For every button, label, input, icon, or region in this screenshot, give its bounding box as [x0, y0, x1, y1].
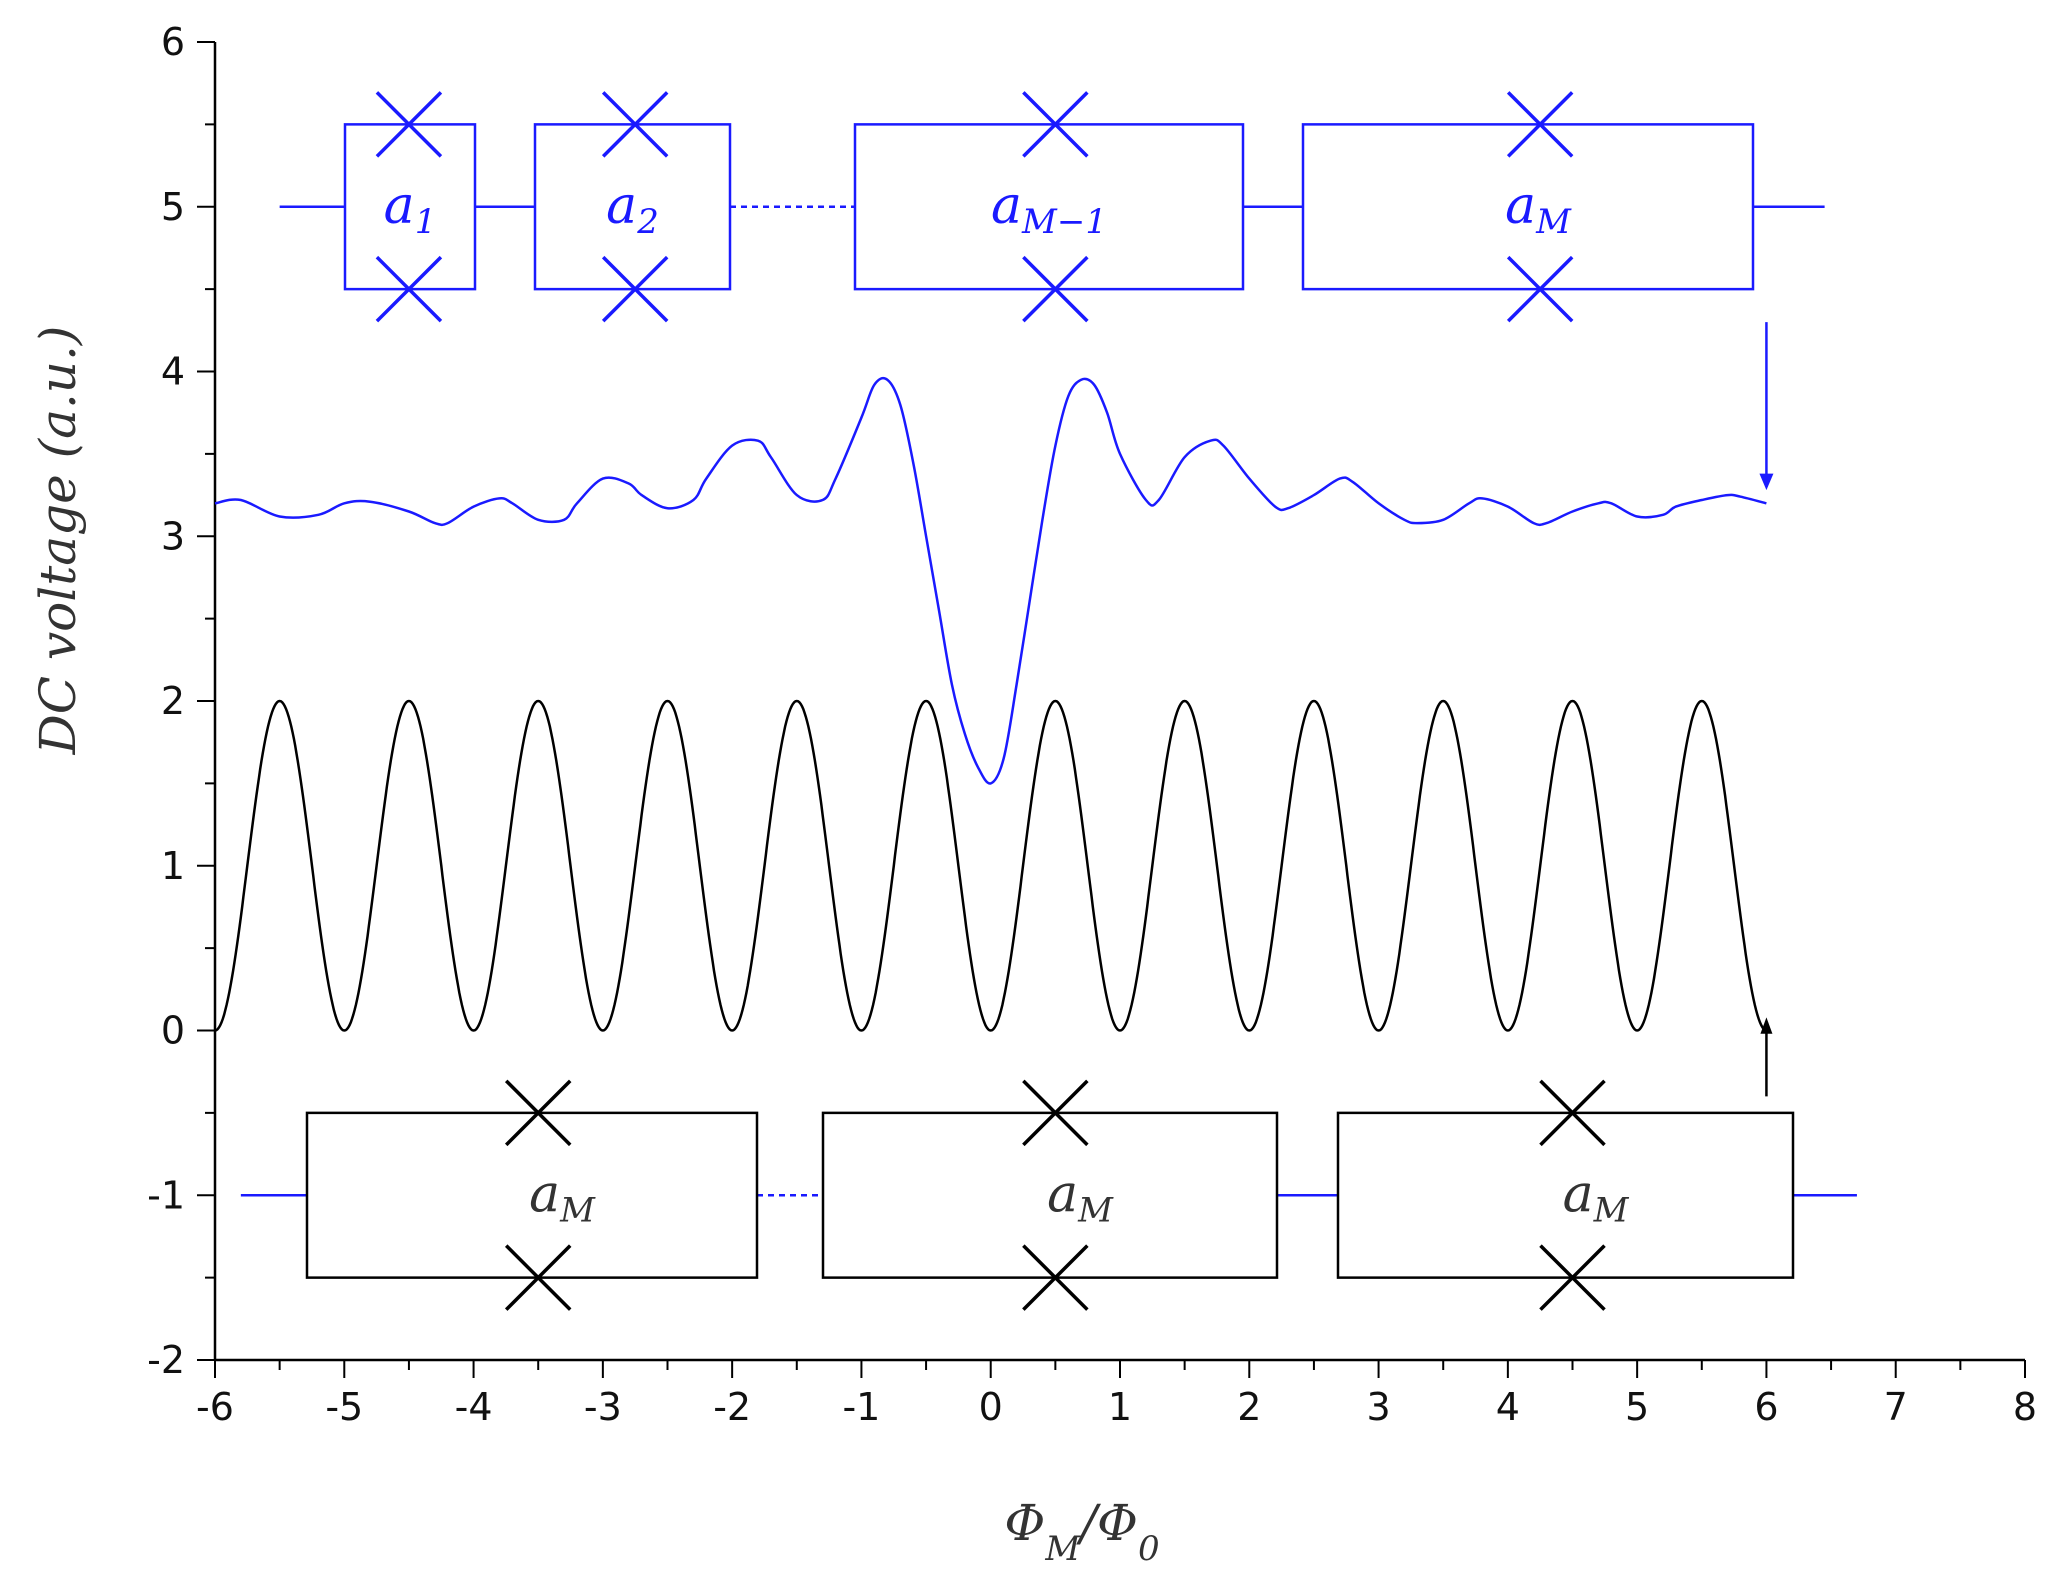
ticks: -6 -5 -4 -3 -2 -1 0 1 2 3 4 5 6 7 8 -2 -1 0 1 2 3 4 5 6	[147, 20, 2037, 1429]
junction-cross-icon	[1022, 91, 1089, 158]
y-axis-title: DC voltage (a.u.)	[29, 326, 87, 756]
y-tick-label: 6	[161, 20, 185, 64]
y-tick-label: 2	[161, 679, 185, 723]
y-tick-label: 5	[161, 185, 185, 229]
box-label-subscript: M	[1077, 1190, 1114, 1230]
y-tick-label: 3	[161, 514, 185, 558]
box-label: a1	[384, 176, 437, 242]
series-line-2	[214, 699, 1767, 1032]
box-label-letter: a	[991, 176, 1022, 236]
x-tick-label: -1	[842, 1385, 880, 1429]
x-axis-title-part: Φ	[1004, 1494, 1045, 1552]
x-tick-label: 5	[1625, 1385, 1649, 1429]
box-label: aM−1	[991, 176, 1107, 242]
junction-cross-icon	[375, 91, 443, 158]
box-label-letter: a	[529, 1164, 560, 1224]
x-tick-label: 4	[1496, 1385, 1520, 1429]
x-tick-label: -4	[455, 1385, 493, 1429]
x-axis-title-part: /Φ	[1076, 1494, 1138, 1552]
bottom-squid-cell	[821, 1111, 1279, 1279]
x-axis-title-part: 0	[1138, 1529, 1160, 1569]
box-label-subscript: M−1	[1021, 202, 1107, 242]
top-squid-cell	[533, 123, 732, 291]
y-tick-label: 1	[161, 844, 185, 888]
x-tick-label: -6	[196, 1385, 234, 1429]
x-tick-label: 8	[2013, 1385, 2037, 1429]
box-label-subscript: 1	[415, 202, 437, 242]
junction-cross-icon	[1506, 91, 1574, 158]
series-layer	[214, 376, 1767, 1032]
top-squid-cell	[1301, 123, 1755, 291]
junction-cross-icon	[1539, 1079, 1606, 1147]
y-tick-label: 4	[161, 350, 185, 394]
box-label-subscript: 2	[636, 202, 659, 242]
y-tick-label: -1	[147, 1173, 185, 1217]
junction-cross-icon	[1506, 255, 1574, 323]
box-label-letter: a	[1505, 176, 1536, 236]
x-tick-label: 0	[979, 1385, 1003, 1429]
series-line-1	[214, 376, 1767, 785]
box-label: aM	[1563, 1164, 1630, 1230]
x-tick-label: 6	[1754, 1385, 1778, 1429]
box-label-letter: a	[384, 176, 415, 236]
junction-cross-icon	[1539, 1244, 1606, 1311]
junction-cross-icon	[601, 255, 669, 323]
box-label-subscript: M	[1593, 1190, 1630, 1230]
junction-cross-icon	[504, 1244, 572, 1311]
junction-cross-icon	[375, 255, 443, 323]
junction-cross-icon	[504, 1079, 572, 1147]
x-tick-label: 1	[1108, 1385, 1132, 1429]
x-axis-title-part: M	[1044, 1529, 1081, 1569]
y-tick-label: -2	[147, 1338, 185, 1382]
box-label: aM	[529, 1164, 596, 1230]
bottom-squid-cell	[1336, 1111, 1795, 1279]
box-label: aM	[1047, 1164, 1114, 1230]
arrow-head-icon	[1760, 1017, 1773, 1034]
arrow-head-icon	[1759, 473, 1774, 491]
box-label-subscript: M	[559, 1190, 596, 1230]
junction-cross-icon	[1022, 1079, 1089, 1147]
box-label-letter: a	[1563, 1164, 1594, 1224]
box-label: aM	[1505, 176, 1572, 242]
x-tick-label: -3	[584, 1385, 622, 1429]
box-label-letter: a	[1047, 1164, 1078, 1224]
x-tick-label: -5	[325, 1385, 363, 1429]
box-label: a2	[606, 176, 659, 242]
box-label-subscript: M	[1535, 202, 1572, 242]
junction-cross-icon	[601, 91, 669, 158]
y-tick-label: 0	[161, 1009, 185, 1053]
box-label-letter: a	[606, 176, 637, 236]
x-tick-label: 3	[1366, 1385, 1390, 1429]
junction-cross-icon	[1022, 1244, 1089, 1311]
bottom-squid-cell	[305, 1111, 759, 1279]
junction-cross-icon	[1022, 255, 1089, 323]
x-tick-label: 2	[1237, 1385, 1261, 1429]
top-squid-cell	[853, 123, 1245, 291]
x-tick-label: -2	[713, 1385, 751, 1429]
x-axis-title: ΦM/Φ0	[1004, 1494, 1159, 1569]
x-tick-label: 7	[1884, 1385, 1908, 1429]
